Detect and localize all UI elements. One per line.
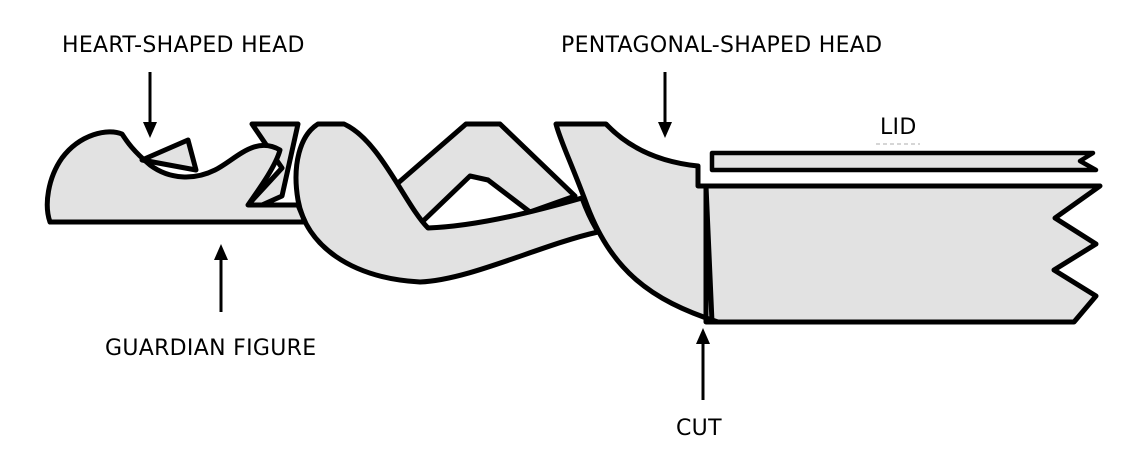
- label-heart-shaped-head: HEART-SHAPED HEAD: [62, 33, 305, 58]
- box-body: [703, 183, 1103, 325]
- label-pentagonal-shaped-head: PENTAGONAL-SHAPED HEAD: [561, 33, 882, 58]
- label-cut: CUT: [676, 416, 722, 441]
- lid-strip: [709, 150, 1099, 173]
- arrow-guardian-figure: [214, 244, 228, 312]
- heart-shaped-head: [44, 129, 308, 225]
- arrow-cut: [696, 328, 710, 400]
- label-guardian-figure: GUARDIAN FIGURE: [105, 336, 316, 361]
- pentagonal-head: [553, 121, 721, 325]
- label-lid: LID: [880, 115, 917, 140]
- arrow-heart-head: [143, 72, 157, 138]
- arrow-pentagonal-head: [658, 72, 672, 138]
- heart-head-notch: [139, 137, 199, 173]
